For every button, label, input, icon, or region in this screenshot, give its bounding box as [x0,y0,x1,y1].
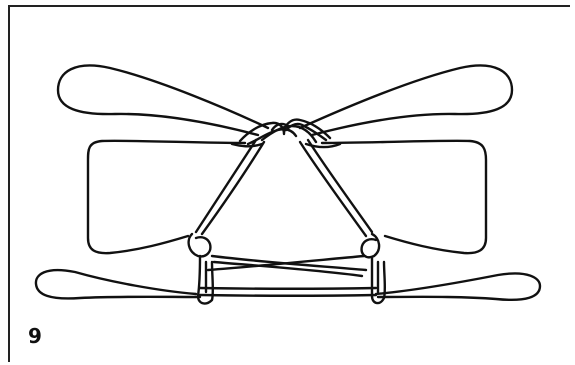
top-right-loop [300,65,512,135]
figure-number: 9 [28,326,42,346]
left-strand-outer [196,140,256,232]
right-strand-outer [308,140,372,232]
bottom-bar-upper [200,288,376,289]
left-strand-inner [202,142,264,234]
right-strand-inner [300,142,366,236]
top-left-loop [58,65,268,135]
bottom-bar-lower [200,295,376,296]
middle-left-loop [88,141,245,253]
bottom-left-loop [36,270,200,298]
left-lower-knot [189,234,211,256]
right-lower-knot [362,234,379,257]
bottom-right-loop [376,273,540,299]
